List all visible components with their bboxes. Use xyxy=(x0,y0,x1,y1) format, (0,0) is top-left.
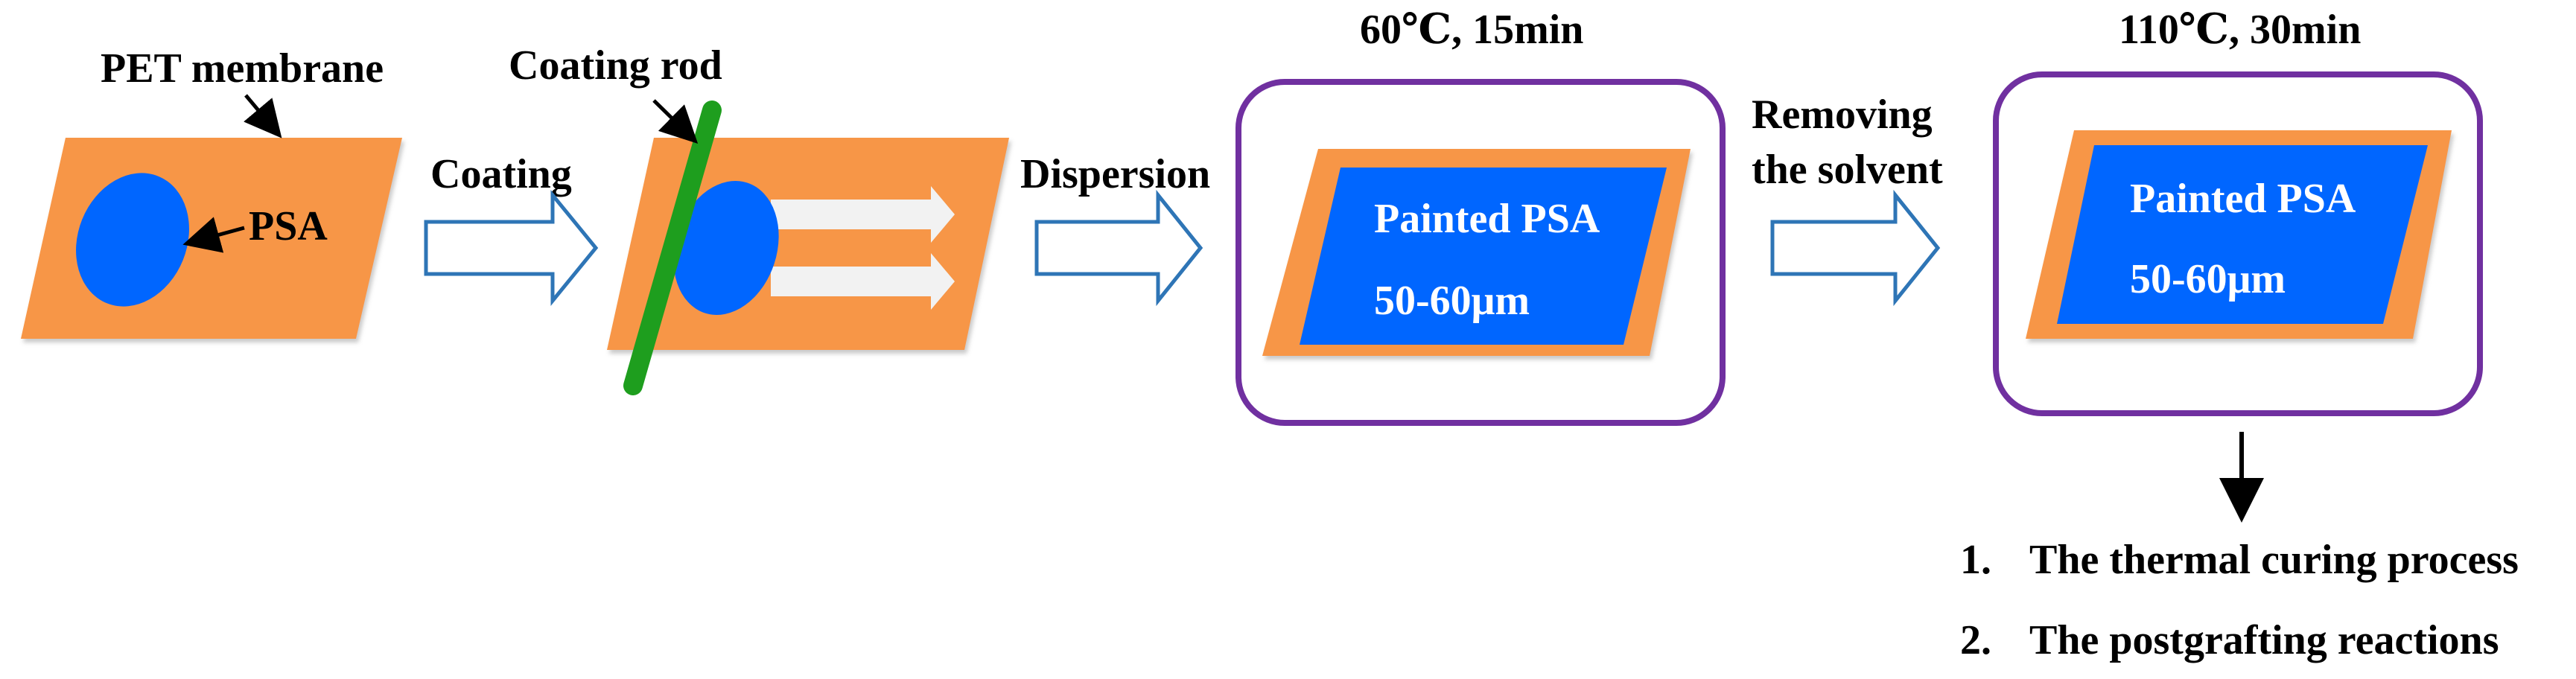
outcomes-list: 1. The thermal curing process 2. The pos… xyxy=(1960,537,2519,663)
dispersion-arrow xyxy=(1034,189,1203,307)
psa-drop xyxy=(76,173,189,307)
stage4-thickness: 50-60μm xyxy=(2130,256,2286,302)
stage-1-membrane: PET membrane PSA xyxy=(21,45,402,339)
spread-arrow-top xyxy=(771,186,955,243)
stage3-painted-label: Painted PSA xyxy=(1374,196,1600,242)
psa-drop-spreading xyxy=(673,181,779,315)
spread-arrow-bottom xyxy=(771,253,955,310)
outcome-2-number: 2. xyxy=(1960,617,1991,663)
coating-arrow xyxy=(424,189,599,307)
stage4-painted-label: Painted PSA xyxy=(2130,176,2356,222)
removing-solvent-step: Removing the solvent xyxy=(1752,92,1943,307)
dispersion-label: Dispersion xyxy=(1020,151,1210,197)
removing-label-line1: Removing xyxy=(1752,92,1933,138)
coating-rod-label: Coating rod xyxy=(509,42,722,89)
coating-rod xyxy=(623,101,722,395)
stage3-condition: 60℃, 15min xyxy=(1360,7,1583,53)
stage4-painted-psa xyxy=(2057,145,2428,324)
stage4-condition: 110℃, 30min xyxy=(2119,7,2361,53)
outcome-2-text: The postgrafting reactions xyxy=(2029,617,2499,663)
stage3-painted-psa xyxy=(1300,168,1667,345)
coating-rod-pointer xyxy=(652,99,699,144)
psa-label: PSA xyxy=(249,203,328,249)
removing-solvent-arrow xyxy=(1770,189,1941,307)
stage-3-drying: 60℃, 15min Painted PSA 50-60μm xyxy=(1235,7,1726,426)
pet-membrane-label: PET membrane xyxy=(101,45,384,92)
stage3-thickness: 50-60μm xyxy=(1374,278,1530,324)
stage-2-coating: Coating rod xyxy=(509,42,1009,395)
stage-4-curing: 110℃, 30min Painted PSA 50-60μm xyxy=(1993,7,2483,416)
dispersion-step: Dispersion xyxy=(1020,151,1210,307)
pet-membrane-pointer xyxy=(244,94,282,138)
coating-step: Coating xyxy=(424,151,599,307)
coating-label: Coating xyxy=(430,151,572,197)
removing-label-line2: the solvent xyxy=(1752,147,1943,193)
outcome-1-text: The thermal curing process xyxy=(2029,537,2519,583)
psa-pointer xyxy=(182,217,245,253)
outcome-1-number: 1. xyxy=(1960,537,1991,583)
